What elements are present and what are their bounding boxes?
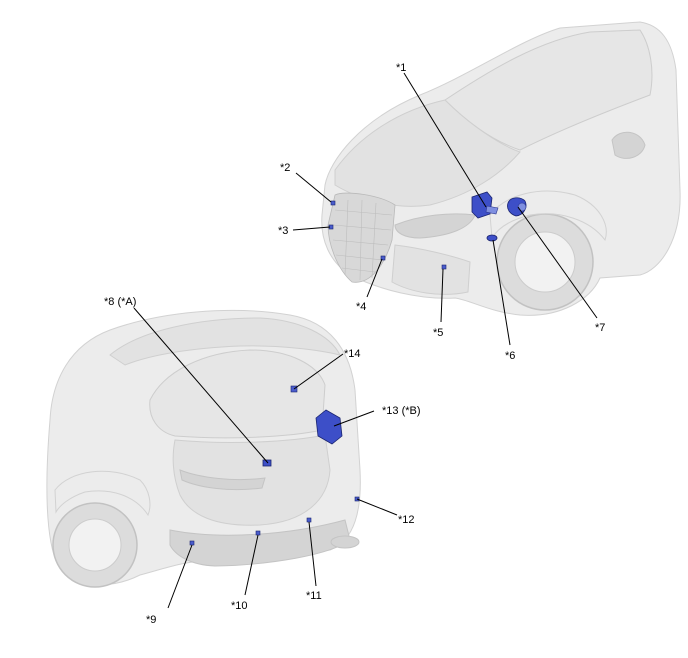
rear-wheel-rim xyxy=(68,518,122,572)
leader-7 xyxy=(517,206,598,319)
front-windshield xyxy=(444,29,653,151)
callout-8: *8 (*A) xyxy=(104,296,136,308)
leader-1 xyxy=(403,72,487,208)
callout-14: *14 xyxy=(344,348,361,360)
component-1-bracket xyxy=(485,205,499,215)
spindle-grille xyxy=(327,192,396,283)
leader-12 xyxy=(356,498,398,516)
callout-9: *9 xyxy=(146,614,156,626)
component-4-marker xyxy=(380,255,386,261)
callout-1: *1 xyxy=(396,62,406,74)
leader-8 xyxy=(133,307,269,464)
component-13-marker xyxy=(315,409,343,445)
headlight xyxy=(394,213,476,239)
callout-13: *13 (*B) xyxy=(382,405,421,417)
component-8-marker xyxy=(262,459,272,467)
exhaust-tip xyxy=(330,535,360,549)
callout-2: *2 xyxy=(280,162,290,174)
component-2-marker xyxy=(330,200,336,206)
component-5-marker xyxy=(441,264,447,270)
tail-lamp xyxy=(179,469,266,491)
front-vehicle-illustration xyxy=(321,21,681,316)
front-wheel-rim xyxy=(514,231,576,293)
component-9-marker xyxy=(189,540,195,546)
rear-bumper xyxy=(169,519,351,567)
component-10-marker xyxy=(255,530,261,536)
callout-5: *5 xyxy=(433,327,443,339)
leader-9 xyxy=(167,544,193,609)
component-6-marker xyxy=(486,234,498,242)
rear-window xyxy=(149,349,326,439)
leader-14 xyxy=(293,353,344,390)
callout-10: *10 xyxy=(231,600,248,612)
front-lower-bumper xyxy=(391,244,471,295)
rear-roof xyxy=(109,317,341,366)
callout-6: *6 xyxy=(505,350,515,362)
side-mirror xyxy=(611,131,646,159)
callout-4: *4 xyxy=(356,301,366,313)
leader-13 xyxy=(333,410,375,427)
callout-3: *3 xyxy=(278,225,288,237)
leader-10 xyxy=(244,534,259,596)
callout-7: *7 xyxy=(595,322,605,334)
leader-11 xyxy=(308,521,317,587)
rear-components xyxy=(189,385,360,546)
front-components xyxy=(328,191,527,270)
rear-fender xyxy=(54,470,151,517)
grille-mesh xyxy=(332,199,393,281)
leader-4 xyxy=(366,258,383,298)
leader-5 xyxy=(440,268,444,323)
callout-12: *12 xyxy=(398,514,415,526)
callout-11: *11 xyxy=(306,590,322,602)
callout-labels: *1 *2 *3 *4 *5 *6 *7 *8 (*A) *9 *10 *11 … xyxy=(104,62,605,626)
rear-vehicle-illustration xyxy=(46,309,361,588)
leader-lines xyxy=(133,72,598,609)
component-1-marker xyxy=(471,191,493,219)
component-7-cap xyxy=(517,202,527,212)
leader-2 xyxy=(295,172,332,203)
leader-3 xyxy=(292,226,331,231)
leader-6 xyxy=(492,239,511,346)
component-11-marker xyxy=(306,517,312,523)
